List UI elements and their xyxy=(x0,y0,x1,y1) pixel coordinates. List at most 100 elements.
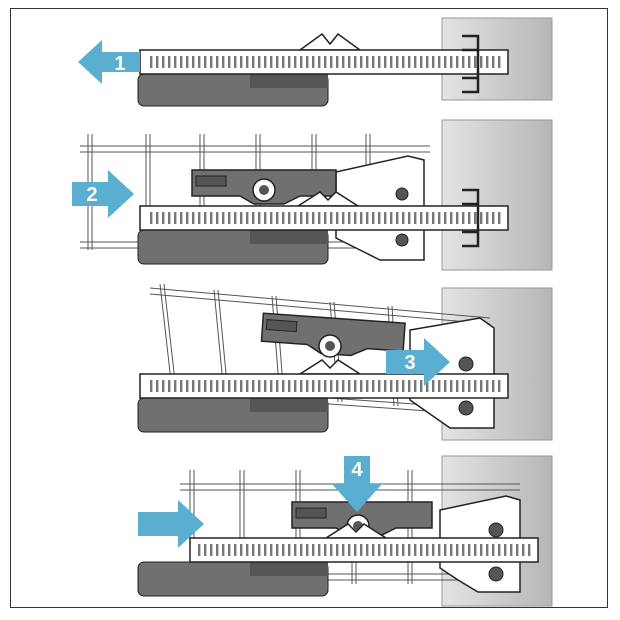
perforation-slot xyxy=(234,544,237,556)
rail-perforation xyxy=(150,56,501,68)
perforation-slot xyxy=(294,544,297,556)
perforation-slot xyxy=(480,380,483,392)
perforation-slot xyxy=(396,380,399,392)
perforation-slot xyxy=(228,56,231,68)
perforation-slot xyxy=(522,544,525,556)
step-number-2: 2 xyxy=(86,184,97,206)
perforation-slot xyxy=(426,544,429,556)
perforation-slot xyxy=(162,212,165,224)
rail-perforation xyxy=(150,380,501,392)
perforation-slot xyxy=(390,56,393,68)
perforation-slot xyxy=(282,380,285,392)
perforation-slot xyxy=(498,212,501,224)
perforation-slot xyxy=(438,544,441,556)
perforation-slot xyxy=(420,380,423,392)
perforation-slot xyxy=(510,544,513,556)
perforation-slot xyxy=(378,56,381,68)
perforation-slot xyxy=(192,380,195,392)
roller-wheel-hub xyxy=(259,185,269,195)
perforation-slot xyxy=(462,212,465,224)
perforation-slot xyxy=(168,56,171,68)
perforation-slot xyxy=(270,56,273,68)
perforation-slot xyxy=(516,544,519,556)
wall-hook xyxy=(462,34,480,94)
perforation-slot xyxy=(246,56,249,68)
perforation-slot xyxy=(438,212,441,224)
perforation-slot xyxy=(366,544,369,556)
perforation-slot xyxy=(306,544,309,556)
perforation-slot xyxy=(162,56,165,68)
arrow-left-icon xyxy=(78,40,140,84)
perforation-slot xyxy=(276,212,279,224)
perforation-slot xyxy=(258,212,261,224)
perforation-slot xyxy=(282,56,285,68)
perforation-slot xyxy=(246,212,249,224)
perforation-slot xyxy=(252,380,255,392)
step-arrow-3: 3 xyxy=(386,338,450,386)
perforation-slot xyxy=(216,212,219,224)
perforation-slot xyxy=(336,56,339,68)
perforation-slot xyxy=(330,380,333,392)
perforation-slot xyxy=(186,380,189,392)
perforation-slot xyxy=(444,380,447,392)
perforation-slot xyxy=(372,212,375,224)
rail-perforation xyxy=(150,212,501,224)
perforation-slot xyxy=(420,544,423,556)
perforation-slot xyxy=(360,544,363,556)
perforation-slot xyxy=(456,544,459,556)
perforation-slot xyxy=(300,544,303,556)
perforation-slot xyxy=(480,56,483,68)
perforation-slot xyxy=(324,544,327,556)
perforation-slot xyxy=(180,56,183,68)
perforation-slot xyxy=(492,56,495,68)
perforation-slot xyxy=(312,380,315,392)
perforation-slot xyxy=(408,544,411,556)
perforation-slot xyxy=(288,212,291,224)
perforation-slot xyxy=(504,544,507,556)
perforation-slot xyxy=(408,380,411,392)
perforation-slot xyxy=(192,212,195,224)
perforation-slot xyxy=(414,56,417,68)
arm-slot xyxy=(265,319,298,333)
rail-clip-dark-inner xyxy=(250,74,328,88)
perforation-slot xyxy=(432,212,435,224)
perforation-slot xyxy=(156,56,159,68)
perforation-slot xyxy=(240,212,243,224)
perforation-slot xyxy=(420,56,423,68)
perforation-slot xyxy=(282,544,285,556)
perforation-slot xyxy=(336,544,339,556)
perforation-slot xyxy=(432,380,435,392)
perforation-slot xyxy=(240,380,243,392)
perforation-slot xyxy=(246,544,249,556)
perforation-slot xyxy=(222,380,225,392)
perforation-slot xyxy=(150,212,153,224)
rack-roller-arm xyxy=(260,312,406,357)
perforation-slot xyxy=(258,380,261,392)
perforation-slot xyxy=(348,380,351,392)
perforation-slot xyxy=(186,56,189,68)
arm-slot xyxy=(195,175,227,187)
perforation-slot xyxy=(450,212,453,224)
perforation-slot xyxy=(450,544,453,556)
perforation-slot xyxy=(330,544,333,556)
perforation-slot xyxy=(462,56,465,68)
perforation-slot xyxy=(162,380,165,392)
bracket-roller xyxy=(458,400,474,416)
perforation-slot xyxy=(396,544,399,556)
perforation-slot xyxy=(306,212,309,224)
perforation-slot xyxy=(222,212,225,224)
step-arrow-4: 4 xyxy=(332,456,382,512)
perforation-slot xyxy=(438,380,441,392)
roller-wheel-hub xyxy=(325,341,335,351)
rail-stopper xyxy=(297,359,363,375)
perforation-slot xyxy=(294,380,297,392)
perforation-slot xyxy=(300,380,303,392)
perforation-slot xyxy=(318,56,321,68)
perforation-slot xyxy=(390,212,393,224)
perforation-slot xyxy=(462,544,465,556)
arm-slot xyxy=(295,507,327,519)
perforation-slot xyxy=(156,380,159,392)
perforation-slot xyxy=(402,212,405,224)
bracket-roller xyxy=(458,356,474,372)
step-arrow-5 xyxy=(138,500,204,548)
